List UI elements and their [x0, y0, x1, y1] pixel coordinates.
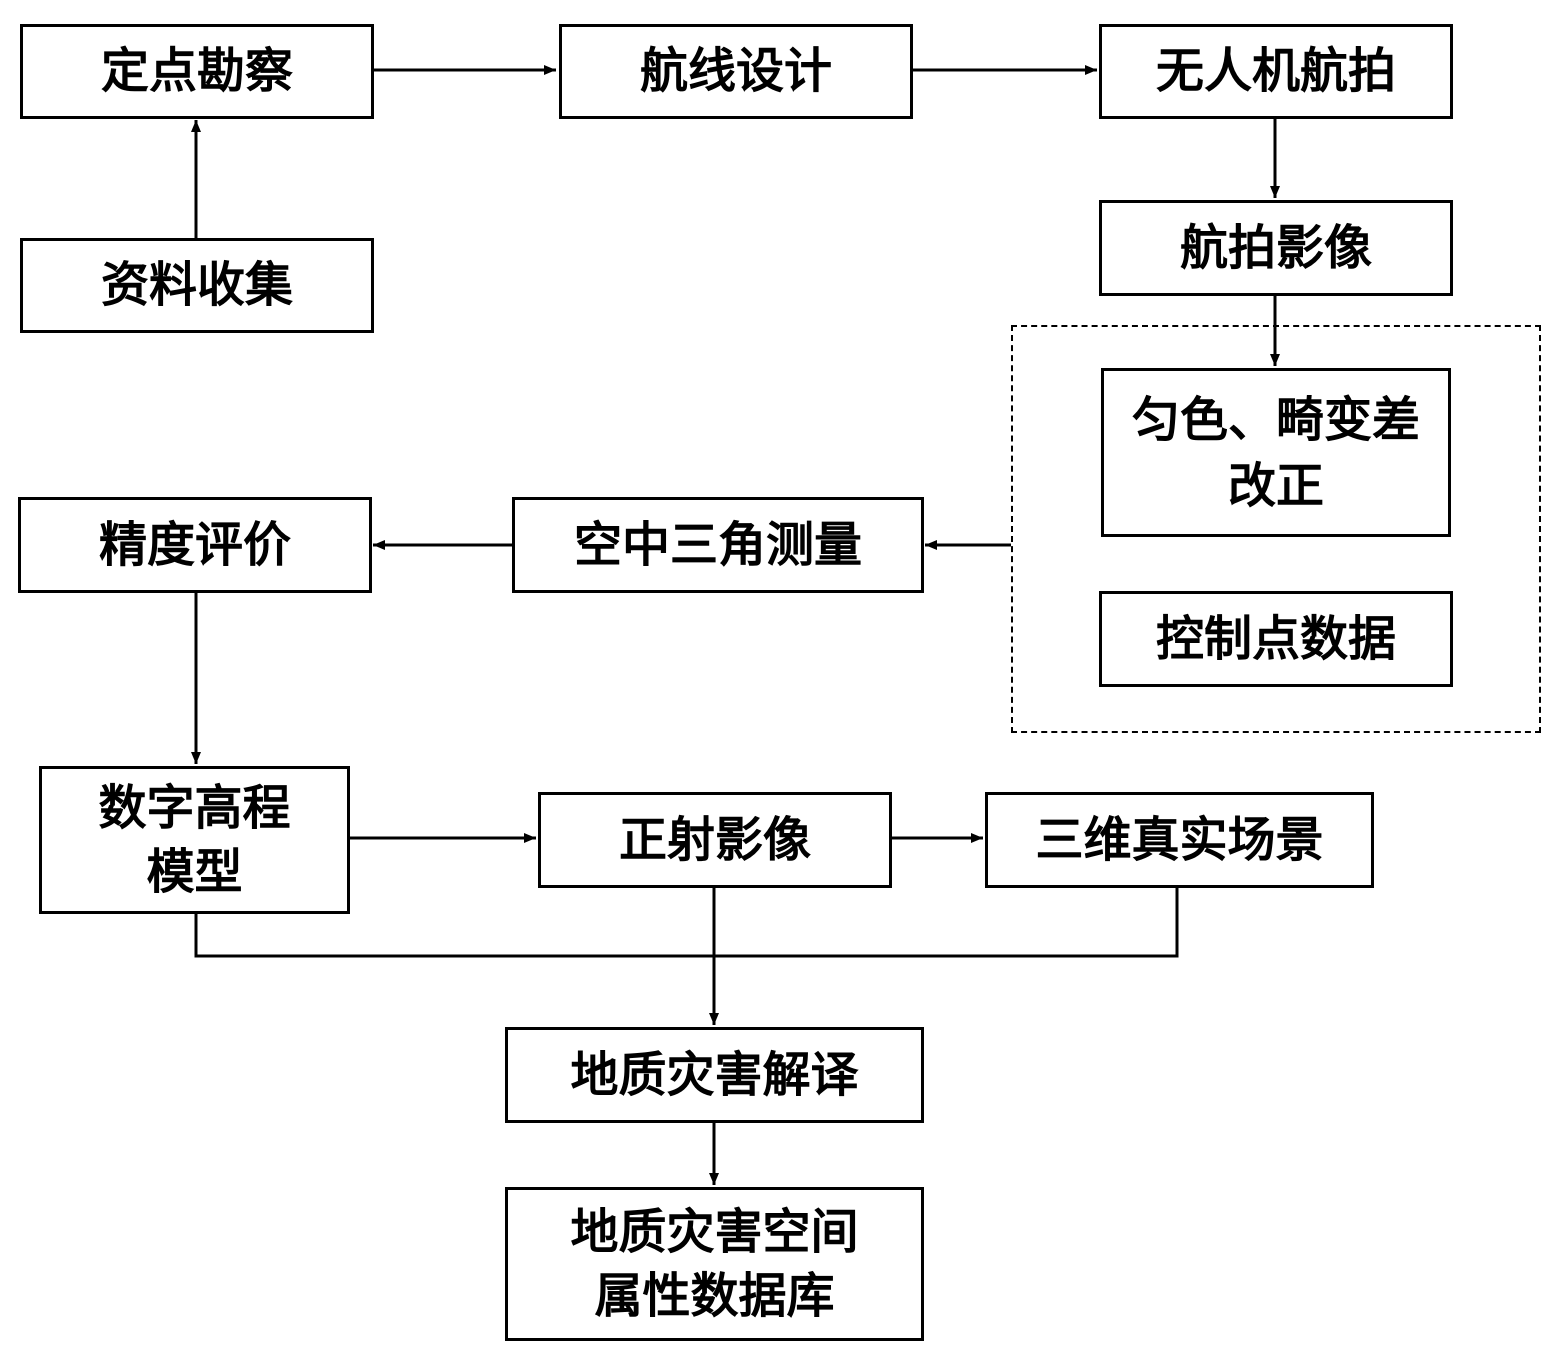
node-hazard-interpretation-label: 地质灾害解译	[570, 1046, 859, 1103]
node-hazard-database: 地质灾害空间属性数据库	[505, 1187, 924, 1341]
node-aerial-triangulation-label: 空中三角测量	[573, 516, 862, 573]
node-site-survey-label: 定点勘察	[100, 43, 293, 100]
node-orthophoto: 正射影像	[538, 792, 892, 888]
node-route-design-label: 航线设计	[639, 43, 832, 100]
node-color-distortion-correction: 匀色、畸变差改正	[1101, 368, 1451, 537]
node-route-design: 航线设计	[559, 24, 913, 119]
connector-3d-scene-to-merge	[714, 887, 1179, 958]
node-aerial-triangulation: 空中三角测量	[512, 497, 924, 593]
node-3d-scene-label: 三维真实场景	[1035, 811, 1324, 868]
node-data-collection-label: 资料收集	[100, 257, 293, 314]
node-aerial-images-label: 航拍影像	[1179, 219, 1372, 276]
node-control-point-data: 控制点数据	[1099, 591, 1453, 687]
node-site-survey: 定点勘察	[20, 24, 374, 119]
preprocessing-group	[1011, 325, 1541, 733]
node-accuracy-evaluation: 精度评价	[18, 497, 372, 593]
node-accuracy-evaluation-label: 精度评价	[98, 516, 291, 573]
node-uav-photography: 无人机航拍	[1099, 24, 1453, 119]
node-data-collection: 资料收集	[20, 238, 374, 333]
node-color-distortion-correction-label: 匀色、畸变差改正	[1131, 391, 1420, 514]
node-control-point-data-label: 控制点数据	[1155, 610, 1396, 667]
node-3d-scene: 三维真实场景	[985, 792, 1374, 888]
node-dem-label: 数字高程模型	[98, 780, 291, 900]
node-orthophoto-label: 正射影像	[618, 811, 811, 868]
node-dem: 数字高程模型	[39, 766, 350, 914]
node-aerial-images: 航拍影像	[1099, 200, 1453, 296]
node-uav-photography-label: 无人机航拍	[1155, 43, 1396, 100]
node-hazard-database-label: 地质灾害空间属性数据库	[570, 1204, 859, 1324]
node-hazard-interpretation: 地质灾害解译	[505, 1027, 924, 1123]
connector-dem-to-merge	[194, 913, 714, 958]
